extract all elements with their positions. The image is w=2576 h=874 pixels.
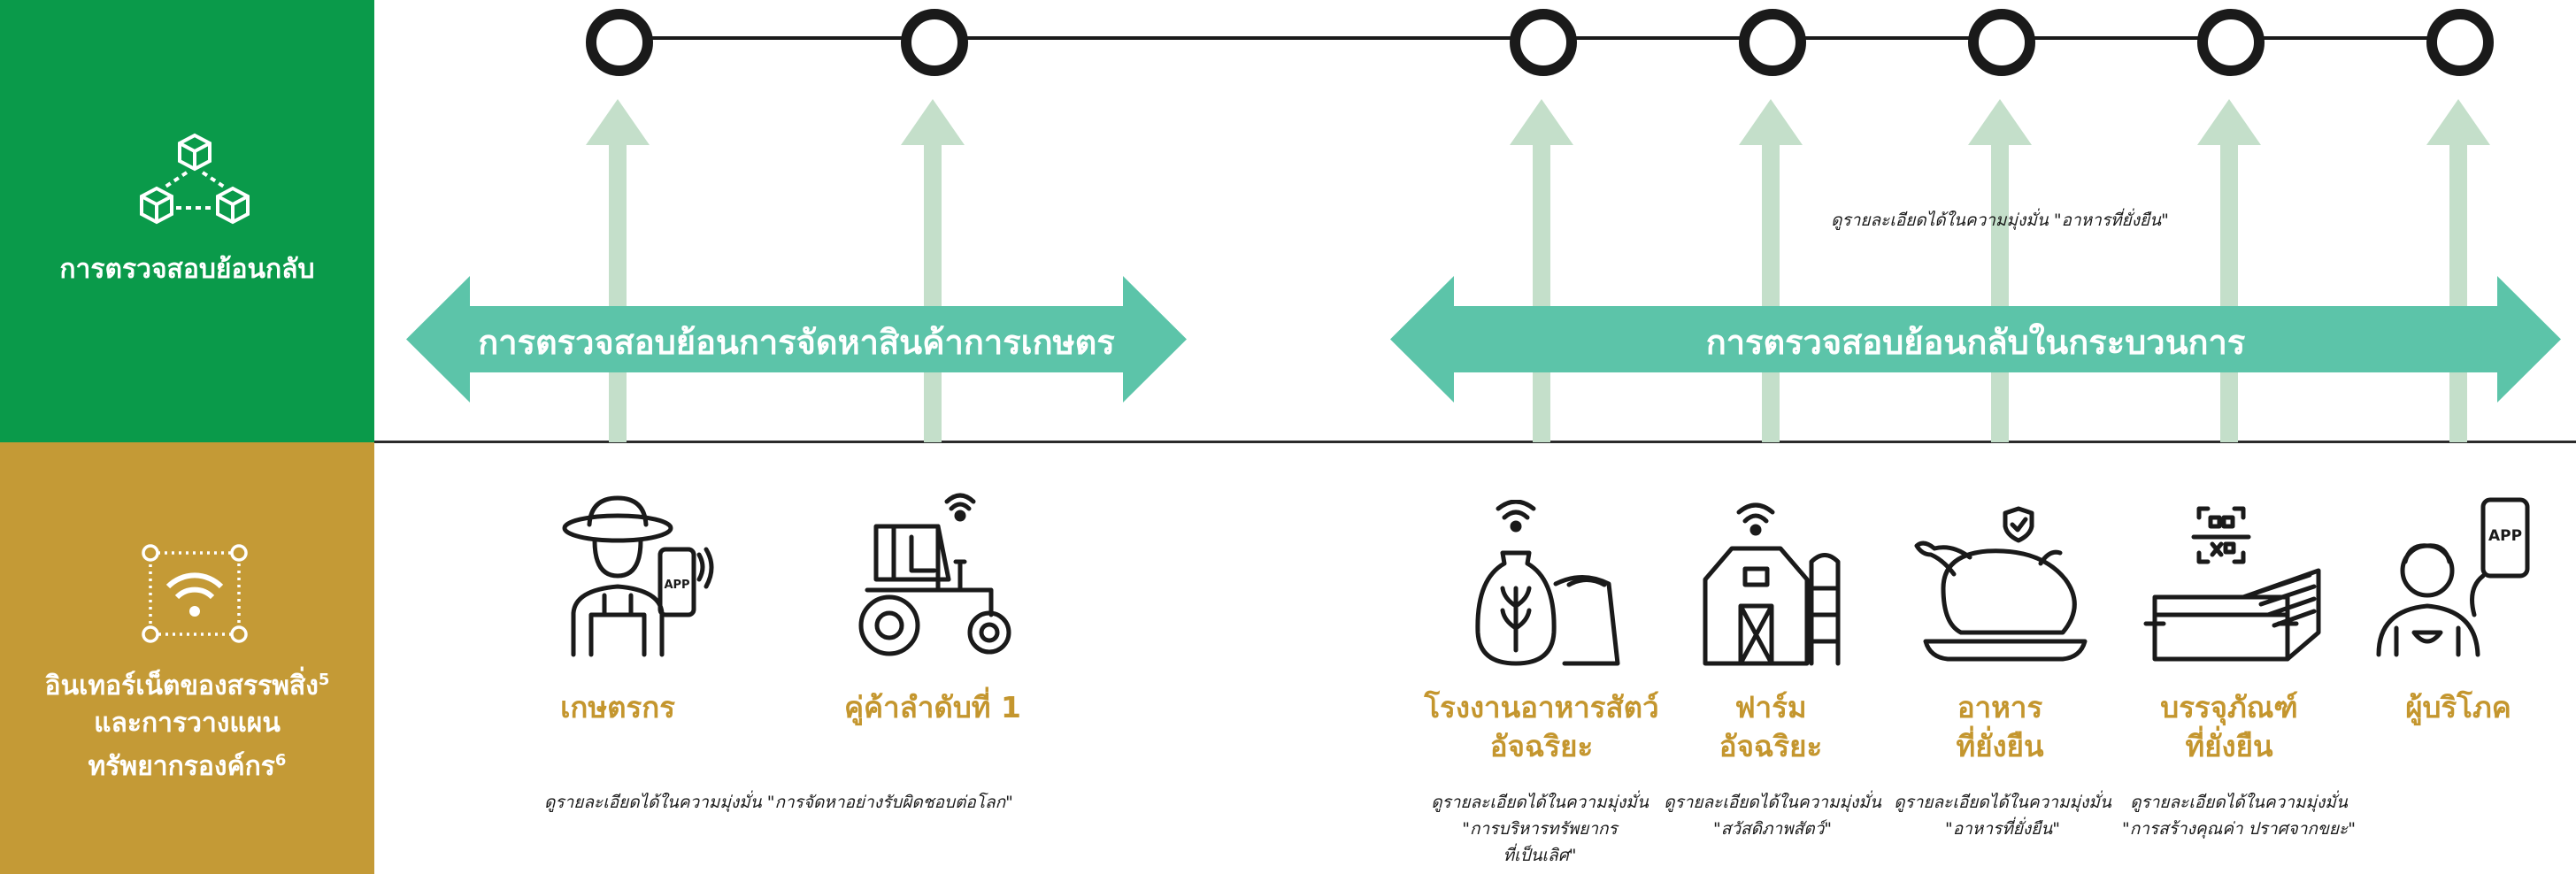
stage-label-farmer: เกษตรกร [560, 690, 675, 724]
timeline-node [2426, 9, 2494, 76]
timeline-node [1739, 9, 1806, 76]
consumer-with-app-icon: APP [2376, 497, 2530, 657]
process-trace-arrow [1390, 276, 2561, 402]
smart-farm-barn-icon [1703, 502, 1841, 666]
timeline-node [901, 9, 968, 76]
app-badge: APP [664, 579, 689, 592]
traceability-title: การตรวจสอบย้อนกลับ [59, 254, 315, 285]
stage-label-tier1-supplier: คู่ค้าลำดับที่ 1 [843, 690, 1021, 724]
note-farm: ดูรายละเอียดได้ในความมุ่งมั่น"สวัสดิภาพส… [1664, 793, 1881, 839]
packaging-icon [2143, 506, 2321, 662]
traceability-panel: การตรวจสอบย้อนกลับ [0, 0, 374, 442]
stage-label-sustainable-packaging: บรรจุภัณฑ์ที่ยั่งยืน [2160, 690, 2298, 763]
feed-mill-sacks-icon [1475, 500, 1620, 666]
iot-title: อินเทอร์เน็ตของสรรพสิ่ง5 และการวางแผน ทร… [44, 671, 330, 782]
iot-panel: อินเทอร์เน็ตของสรรพสิ่ง5 และการวางแผน ทร… [0, 442, 374, 874]
stage-label-feed-mill: โรงงานอาหารสัตว์อัจฉริยะ [1424, 690, 1659, 763]
timeline-node [1968, 9, 2035, 76]
stage-label-sustainable-food: อาหารที่ยั่งยืน [1956, 690, 2044, 763]
timeline-node [586, 9, 653, 76]
up-arrow [1739, 99, 1803, 442]
up-arrow [2197, 99, 2261, 442]
note-supply: ดูรายละเอียดได้ในความมุ่งมั่น "การจัดหาอ… [544, 793, 1013, 812]
timeline-node [2197, 9, 2265, 76]
stage-label-consumer: ผู้บริโภค [2405, 690, 2511, 724]
wifi-network-icon [142, 544, 248, 643]
farmer-with-app-icon: APP [562, 495, 714, 657]
process-trace-label: การตรวจสอบย้อนกลับในกระบวนการ [1705, 323, 2246, 362]
timeline-node [1510, 9, 1577, 76]
note-food: ดูรายละเอียดได้ในความมุ่งมั่น"อาหารที่ยั… [1894, 793, 2111, 839]
app-badge: APP [2488, 527, 2522, 545]
supply-trace-arrow [406, 276, 1187, 402]
supply-trace-label: การตรวจสอบย้อนการจัดหาสินค้าการเกษตร [478, 323, 1115, 362]
up-arrow [586, 99, 650, 442]
section-divider [374, 441, 2576, 443]
network-cubes-icon [140, 133, 250, 225]
stage-label-smart-farm: ฟาร์มอัจฉริยะ [1719, 690, 1823, 763]
note-feed-mill: ดูรายละเอียดได้ในความมุ่งมั่น"การบริหารท… [1431, 793, 1649, 865]
tractor-icon [858, 493, 1011, 656]
up-arrow [1968, 99, 2032, 442]
note-packaging: ดูรายละเอียดได้ในความมุ่งมั่น"การสร้างคุ… [2122, 793, 2356, 839]
up-arrow [901, 99, 965, 442]
roast-chicken-icon [1914, 506, 2088, 662]
up-arrow [1510, 99, 1573, 442]
up-arrow [2426, 99, 2490, 442]
top-note: ดูรายละเอียดได้ในความมุ่งมั่น "อาหารที่ย… [1831, 211, 2169, 230]
